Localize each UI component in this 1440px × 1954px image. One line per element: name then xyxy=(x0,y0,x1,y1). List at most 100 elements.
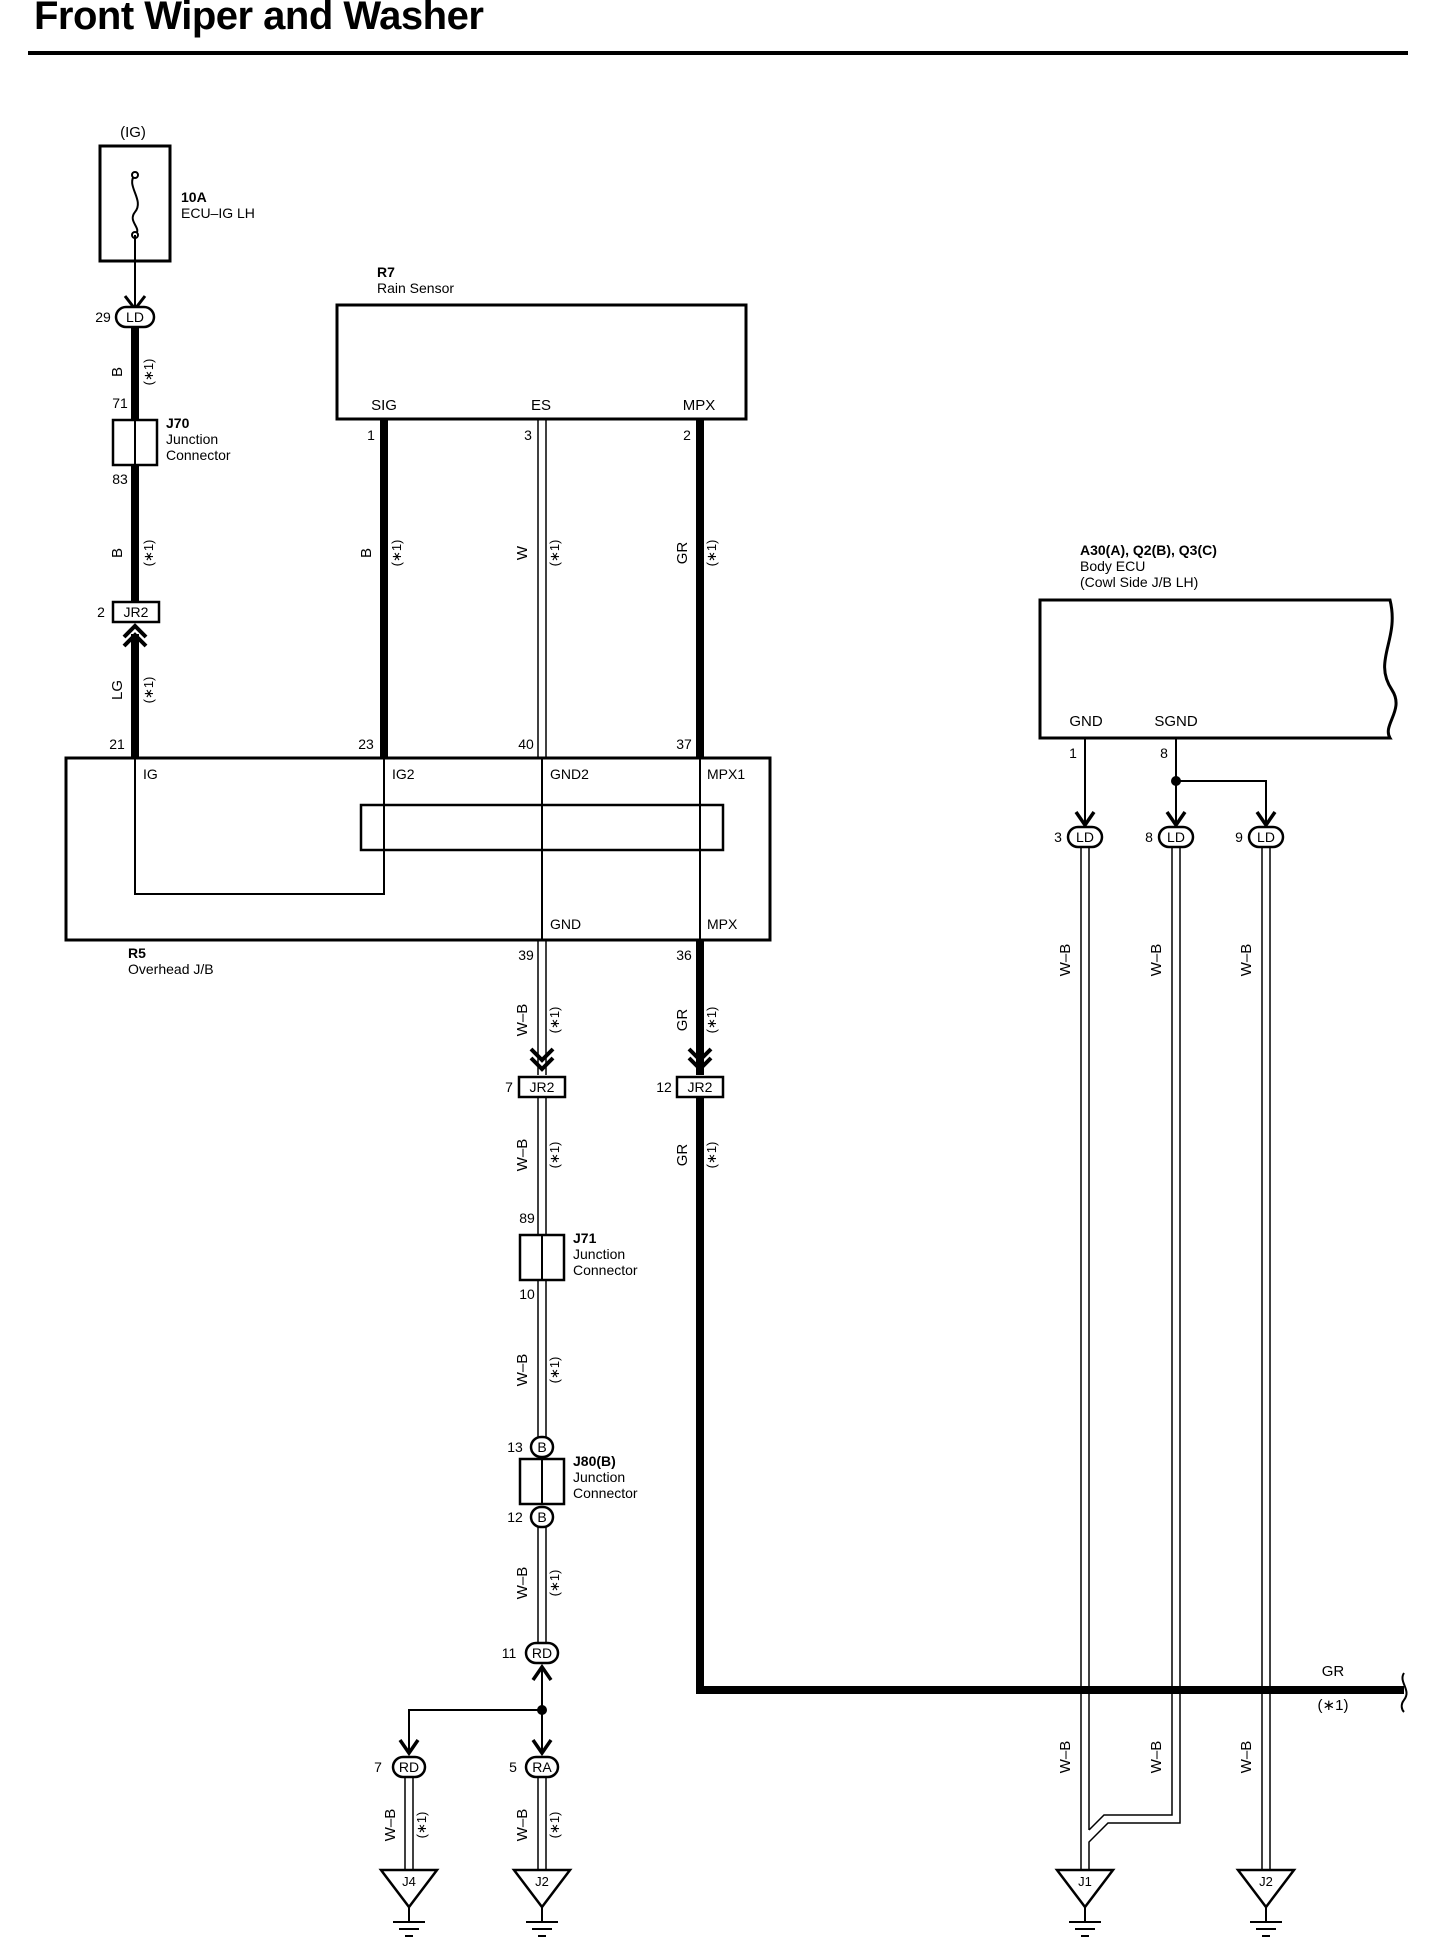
svg-text:LD: LD xyxy=(126,309,144,325)
svg-text:(∗1): (∗1) xyxy=(389,540,404,567)
svg-text:Connector: Connector xyxy=(573,1262,638,1278)
svg-text:1: 1 xyxy=(1069,745,1077,761)
svg-text:W–B: W–B xyxy=(1148,944,1165,977)
page-title: Front Wiper and Washer xyxy=(34,0,484,38)
svg-text:10: 10 xyxy=(519,1286,535,1302)
svg-text:R7: R7 xyxy=(377,264,395,280)
svg-text:LD: LD xyxy=(1076,829,1094,845)
svg-text:Rain Sensor: Rain Sensor xyxy=(377,280,454,296)
junction-connector-j71: 89 10 J71 Junction Connector xyxy=(518,1210,638,1302)
svg-text:W: W xyxy=(514,545,531,560)
svg-text:GR: GR xyxy=(674,1009,691,1032)
svg-text:(∗1): (∗1) xyxy=(414,1812,429,1839)
svg-text:8: 8 xyxy=(1160,745,1168,761)
svg-text:GR: GR xyxy=(674,1144,691,1167)
note-label: (∗1) xyxy=(1318,1697,1349,1714)
svg-text:Connector: Connector xyxy=(166,447,231,463)
ground-j2-right: J2 xyxy=(1235,1868,1297,1937)
note-label: (∗1) xyxy=(141,359,156,386)
svg-text:JR2: JR2 xyxy=(688,1079,713,1095)
svg-text:29: 29 xyxy=(95,309,111,325)
svg-text:23: 23 xyxy=(358,736,374,752)
ground-j4: J4 xyxy=(378,1868,440,1937)
fuse-name: ECU–IG LH xyxy=(181,205,255,221)
connector-ld-3: 3 LD xyxy=(1054,825,1104,849)
junction-connector-j80: 13 B B 12 J80(B) Junction Connector xyxy=(507,1435,638,1529)
svg-text:J2: J2 xyxy=(535,1874,549,1889)
body-ecu: A30(A), Q2(B), Q3(C) Body ECU (Cowl Side… xyxy=(1038,542,1398,740)
svg-text:J1: J1 xyxy=(1078,1874,1092,1889)
svg-text:GR: GR xyxy=(674,542,691,565)
connector-ld-29: 29 LD xyxy=(95,305,156,329)
svg-text:(∗1): (∗1) xyxy=(547,1570,562,1597)
svg-text:39: 39 xyxy=(518,947,534,963)
svg-text:Junction: Junction xyxy=(573,1246,625,1262)
svg-text:LD: LD xyxy=(1167,829,1185,845)
svg-text:3: 3 xyxy=(1054,829,1062,845)
connector-rd-11: 11 RD xyxy=(502,1641,560,1665)
connector-ld-8: 8 LD xyxy=(1145,825,1195,849)
svg-text:(∗1): (∗1) xyxy=(141,540,156,567)
svg-text:W–B: W–B xyxy=(382,1809,399,1842)
svg-text:J71: J71 xyxy=(573,1230,597,1246)
svg-text:3: 3 xyxy=(524,427,532,443)
svg-text:W–B: W–B xyxy=(1057,1741,1074,1774)
junction-connector-j70: 71 83 J70 Junction Connector xyxy=(111,395,231,487)
svg-text:J2: J2 xyxy=(1259,1874,1273,1889)
svg-text:89: 89 xyxy=(519,1210,535,1226)
svg-text:MPX: MPX xyxy=(683,397,716,414)
fuse-rating: 10A xyxy=(181,189,207,205)
svg-text:5: 5 xyxy=(509,1759,517,1775)
svg-text:GND: GND xyxy=(550,916,581,932)
ground-j1: J1 xyxy=(1054,1868,1116,1937)
svg-text:W–B: W–B xyxy=(514,1809,531,1842)
svg-text:RD: RD xyxy=(532,1645,552,1661)
svg-text:7: 7 xyxy=(374,1759,382,1775)
ground-j2-left: J2 xyxy=(511,1868,573,1937)
svg-text:(∗1): (∗1) xyxy=(704,540,719,567)
svg-text:W–B: W–B xyxy=(1238,1741,1255,1774)
svg-text:ES: ES xyxy=(531,397,551,414)
svg-text:(∗1): (∗1) xyxy=(547,1142,562,1169)
svg-text:71: 71 xyxy=(112,395,128,411)
connector-ld-9: 9 LD xyxy=(1235,825,1285,849)
connector-ra-5: 5 RA xyxy=(509,1755,560,1779)
svg-text:B: B xyxy=(109,548,126,558)
svg-text:GND: GND xyxy=(1069,713,1103,730)
svg-text:RA: RA xyxy=(532,1759,552,1775)
svg-text:GND2: GND2 xyxy=(550,766,589,782)
svg-text:SGND: SGND xyxy=(1154,713,1198,730)
svg-text:W–B: W–B xyxy=(514,1354,531,1387)
connector-rd-7: 7 RD xyxy=(374,1755,427,1779)
svg-text:(∗1): (∗1) xyxy=(547,1007,562,1034)
svg-text:36: 36 xyxy=(676,947,692,963)
svg-text:IG2: IG2 xyxy=(392,766,415,782)
svg-text:7: 7 xyxy=(505,1079,513,1095)
svg-text:B: B xyxy=(358,548,375,558)
svg-text:1: 1 xyxy=(367,427,375,443)
power-source-label: (IG) xyxy=(120,124,146,141)
overhead-jb-r5: 21 23 40 37 IG IG2 GND2 MPX1 GND MPX R5 … xyxy=(64,736,772,977)
rain-sensor-r7: R7 Rain Sensor SIG ES MPX xyxy=(335,264,748,421)
connector-jr2-7: 7 JR2 xyxy=(505,1075,567,1099)
svg-text:2: 2 xyxy=(683,427,691,443)
svg-text:RD: RD xyxy=(399,1759,419,1775)
svg-text:11: 11 xyxy=(502,1645,517,1661)
svg-text:Overhead J/B: Overhead J/B xyxy=(128,961,214,977)
svg-text:21: 21 xyxy=(109,736,125,752)
connector-jr2-12: 12 JR2 xyxy=(656,1075,725,1099)
svg-text:W–B: W–B xyxy=(1148,1741,1165,1774)
svg-text:J4: J4 xyxy=(402,1874,416,1889)
svg-text:Connector: Connector xyxy=(573,1485,638,1501)
title-rule xyxy=(28,51,1408,55)
svg-text:MPX1: MPX1 xyxy=(707,766,745,782)
svg-text:(∗1): (∗1) xyxy=(141,677,156,704)
svg-text:9: 9 xyxy=(1235,829,1243,845)
wire-color-label: B xyxy=(109,367,126,377)
svg-text:LG: LG xyxy=(109,680,126,700)
svg-text:B: B xyxy=(537,1509,546,1525)
svg-text:W–B: W–B xyxy=(1057,944,1074,977)
svg-text:2: 2 xyxy=(97,604,105,620)
svg-text:8: 8 xyxy=(1145,829,1153,845)
